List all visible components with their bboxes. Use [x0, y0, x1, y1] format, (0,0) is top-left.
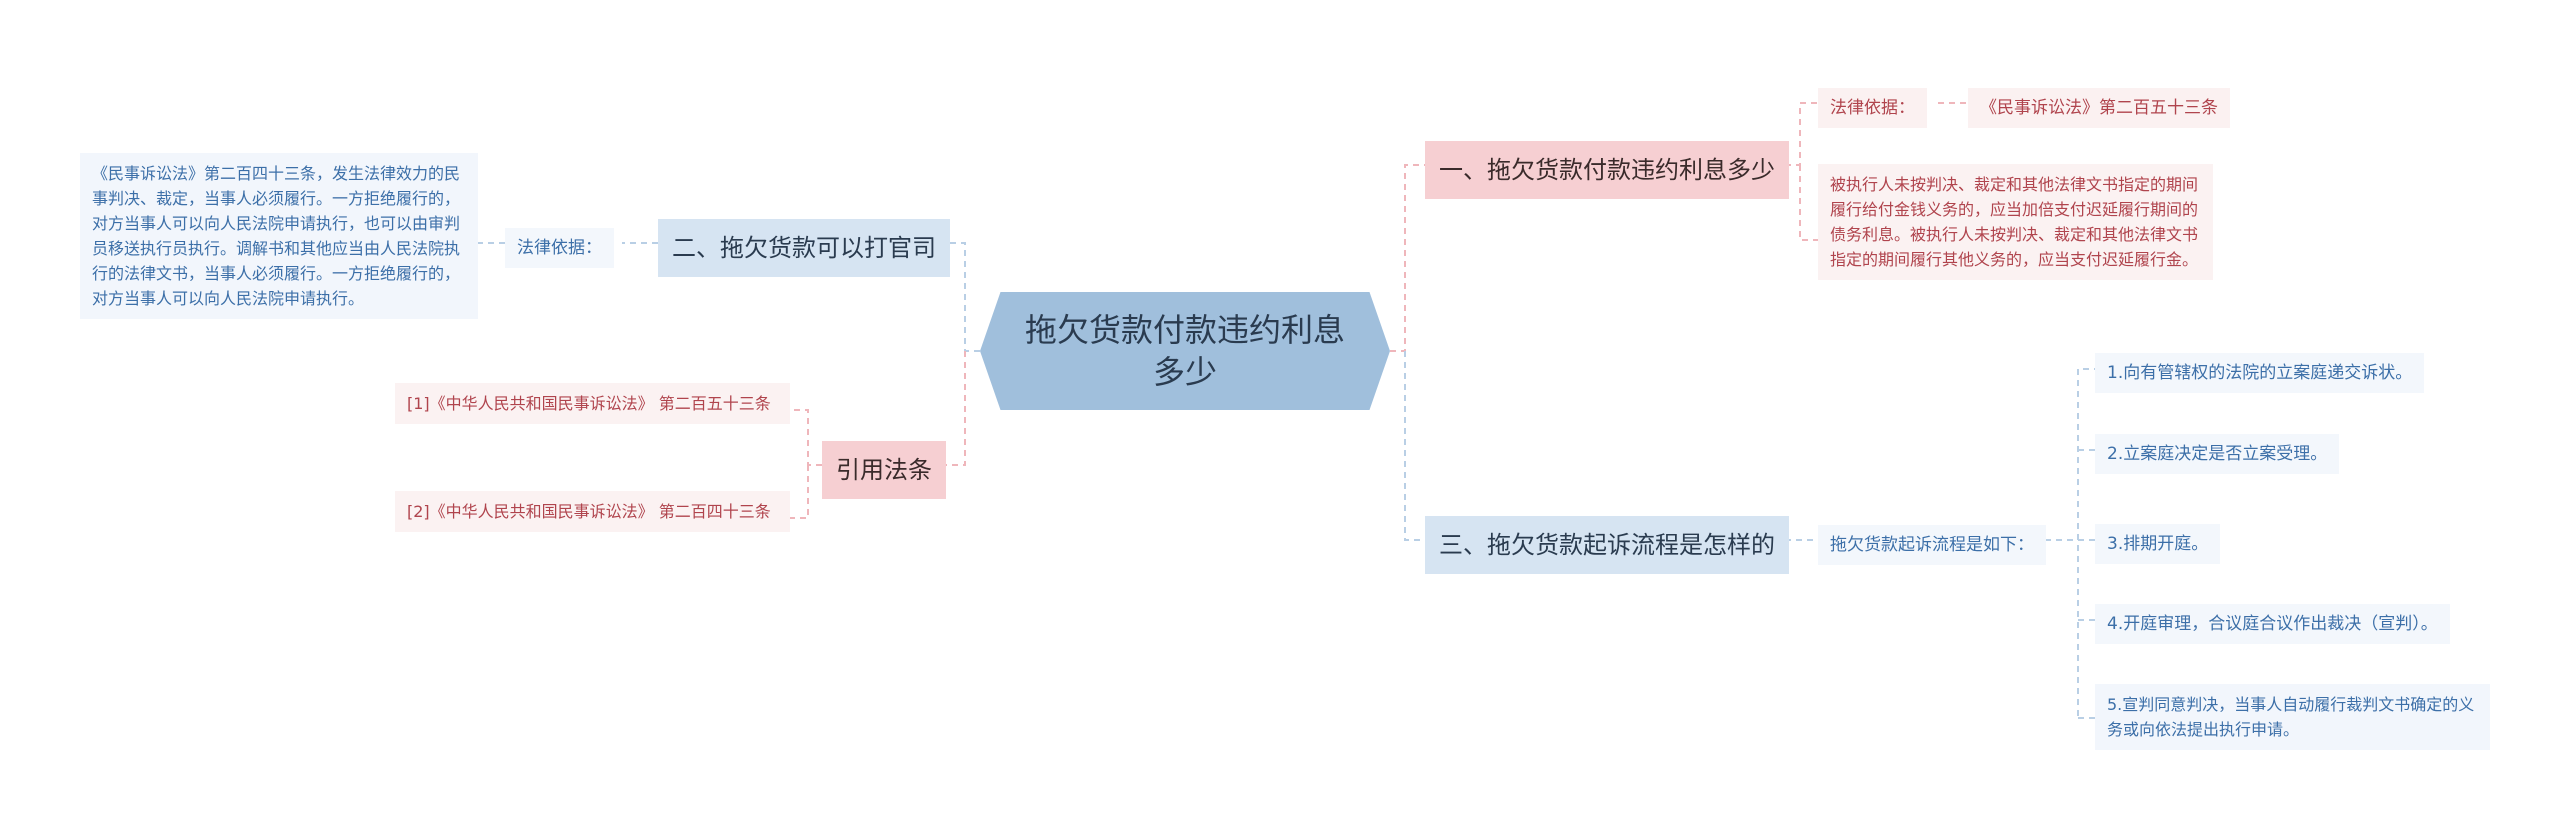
connector-root-b4	[945, 351, 966, 466]
connector-b4-refs	[790, 409, 822, 519]
b1-basis-value: 《民事诉讼法》第二百五十三条	[1968, 88, 2230, 128]
connector-root-b3	[1404, 351, 1425, 541]
branch-2-title[interactable]: 二、拖欠货款可以打官司	[658, 219, 950, 277]
b2-text: 《民事诉讼法》第二百四十三条，发生法律效力的民事判决、裁定，当事人必须履行。一方…	[80, 153, 478, 319]
b1-basis-label: 法律依据：	[1818, 88, 1927, 128]
b4-ref-1[interactable]: [1]《中华人民共和国民事诉讼法》 第二百五十三条	[395, 383, 790, 424]
b3-step-3: 3.排期开庭。	[2095, 524, 2221, 564]
root-topic[interactable]: 拖欠货款付款违约利息多少	[980, 292, 1390, 410]
b3-step-2: 2.立案庭决定是否立案受理。	[2095, 434, 2340, 474]
branch-4-title[interactable]: 引用法条	[822, 441, 946, 499]
connector-b1-text	[1799, 165, 1818, 241]
b1-text: 被执行人未按判决、裁定和其他法律文书指定的期间履行给付金钱义务的，应当加倍支付迟…	[1818, 164, 2213, 280]
connector-root-b1	[1390, 164, 1425, 352]
connector-root-b2	[945, 242, 980, 352]
b3-flow-label: 拖欠货款起诉流程是如下：	[1818, 525, 2046, 565]
branch-3-title[interactable]: 三、拖欠货款起诉流程是怎样的	[1425, 516, 1789, 574]
branch-1-title[interactable]: 一、拖欠货款付款违约利息多少	[1425, 141, 1789, 199]
connector-label-steps	[2045, 368, 2095, 719]
b3-step-1: 1.向有管辖权的法院的立案庭递交诉状。	[2095, 353, 2425, 393]
root-topic-label: 拖欠货款付款违约利息多少	[1024, 311, 1345, 391]
connector-b1-basis	[1785, 102, 1818, 166]
b3-step-5: 5.宣判同意判决，当事人自动履行裁判文书确定的义务或向依法提出执行申请。	[2095, 684, 2490, 750]
b2-basis-label: 法律依据：	[505, 228, 614, 268]
b4-ref-2[interactable]: [2]《中华人民共和国民事诉讼法》 第二百四十三条	[395, 491, 790, 532]
b3-step-4: 4.开庭审理，合议庭合议作出裁决（宣判）。	[2095, 604, 2450, 644]
